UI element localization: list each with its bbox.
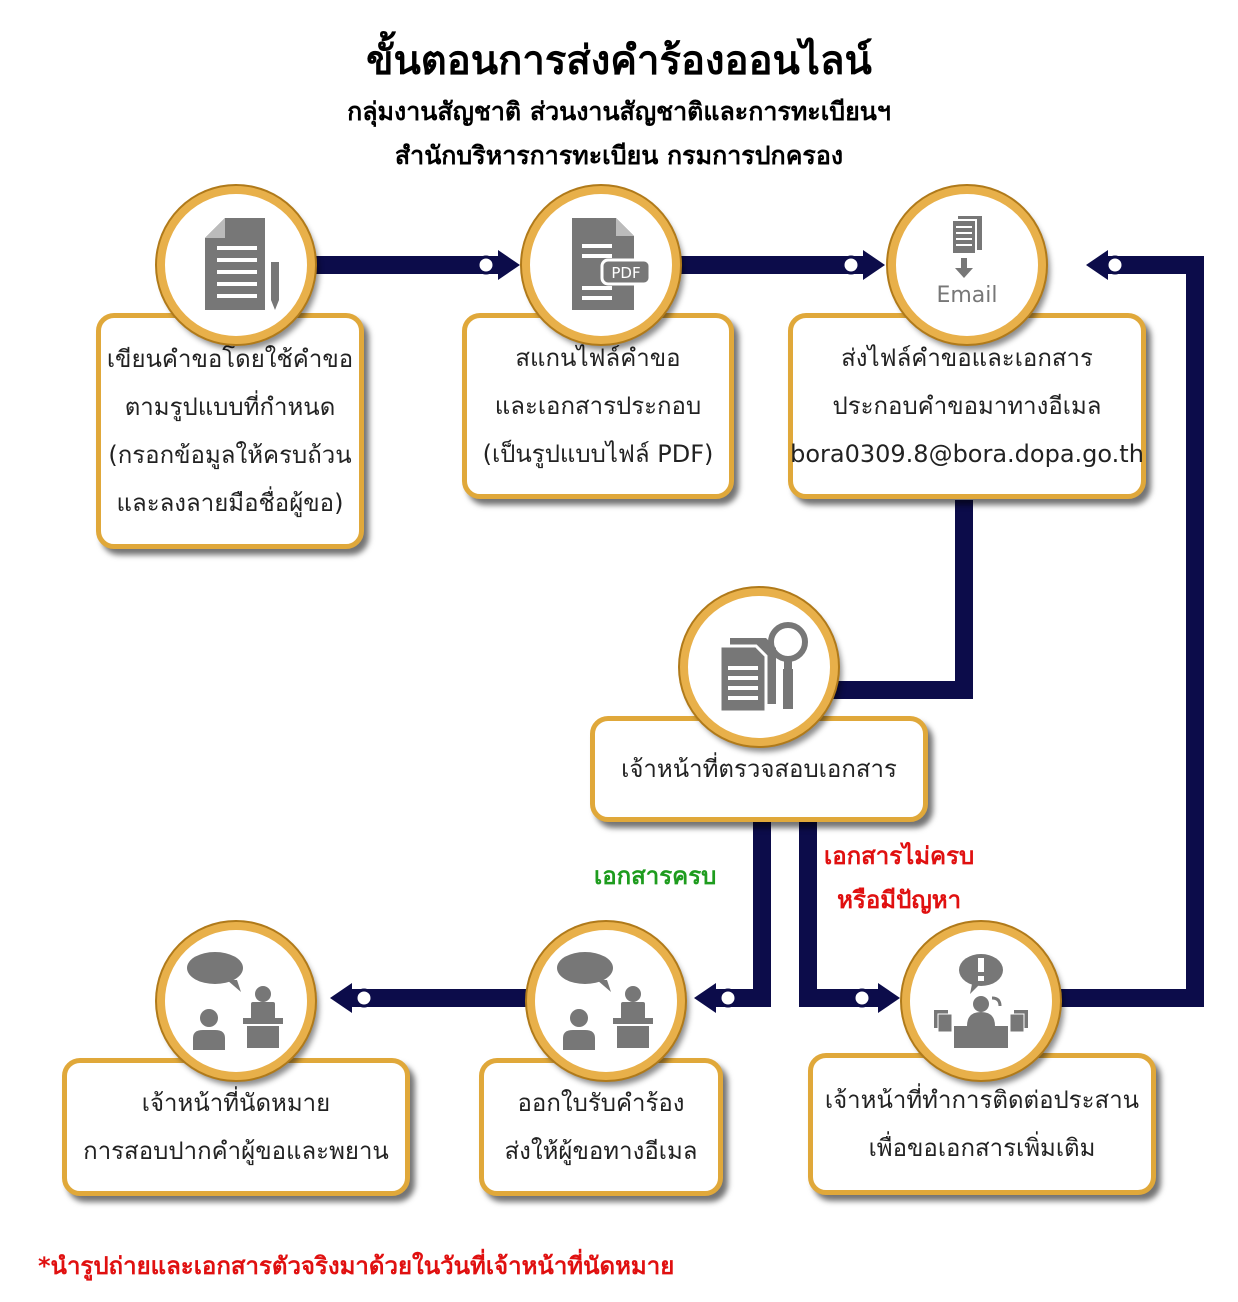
branch-label-incomplete-line1: เอกสารไม่ครบ [824, 842, 975, 870]
step-write-request: เขียนคำขอโดยใช้คำขอ ตามรูปแบบที่กำหนด (ก… [96, 313, 364, 549]
step-text: ตามรูปแบบที่กำหนด [124, 393, 336, 421]
step-text: การสอบปากคำผู้ขอและพยาน [83, 1137, 389, 1165]
circle-contact [902, 922, 1060, 1080]
arrowhead-contact [878, 983, 900, 1013]
svg-text:PDF: PDF [611, 264, 640, 282]
svg-text:Email: Email [936, 283, 997, 308]
step-text: bora0309.8@bora.dopa.go.th [790, 440, 1144, 468]
document-search-icon [718, 622, 808, 714]
footnote: *นำรูปถ่ายและเอกสารตัวจริงมาด้วยในวันที่… [38, 1252, 675, 1280]
arrowhead-return-email [1086, 250, 1108, 280]
connector-dot [841, 255, 861, 275]
circle-email: Email [888, 186, 1046, 344]
arrowhead-appoint [330, 983, 352, 1013]
arrowhead-receipt [694, 983, 716, 1013]
officer-alert-icon [934, 954, 1028, 1048]
step-text: (กรอกข้อมูลให้ครบถ้วน [108, 441, 352, 469]
step-text: ออกใบรับคำร้อง [517, 1089, 685, 1117]
circle-receipt [527, 922, 685, 1080]
arrowhead-email [863, 250, 885, 280]
document-pen-icon [205, 218, 279, 310]
branch-label-incomplete: เอกสารไม่ครบ หรือมีปัญหา [824, 834, 974, 922]
step-text: และเอกสารประกอบ [494, 392, 702, 420]
connector-dot [718, 988, 738, 1008]
connector-verify-receipt [712, 820, 771, 1007]
step-text: ส่งไฟล์คำขอและเอกสาร [841, 344, 1093, 372]
step-text: ส่งให้ผู้ขอทางอีเมล [504, 1137, 698, 1165]
step-text: (เป็นรูปแบบไฟล์ PDF) [482, 440, 714, 468]
circle-scan: PDF [522, 186, 680, 344]
connector-contact-email [1060, 256, 1204, 1007]
step-text: เพื่อขอเอกสารเพิ่มเติม [868, 1134, 1096, 1162]
circle-verify [680, 588, 838, 746]
meeting-chat-icon [187, 952, 283, 1050]
branch-label-incomplete-line2: หรือมีปัญหา [837, 886, 962, 914]
pdf-file-icon: PDF [572, 218, 652, 310]
step-text: เจ้าหน้าที่ทำการติดต่อประสาน [824, 1086, 1140, 1114]
arrowhead-scan [498, 250, 520, 280]
email-document-icon: Email [936, 216, 998, 308]
branch-label-complete: เอกสารครบ [594, 862, 717, 890]
step-appointment: เจ้าหน้าที่นัดหมาย การสอบปากคำผู้ขอและพย… [62, 1058, 410, 1196]
connector-dot [476, 255, 496, 275]
page-subtitle-department: กลุ่มงานสัญชาติ ส่วนงานสัญชาติและการทะเบ… [347, 97, 891, 126]
step-text: เจ้าหน้าที่ตรวจสอบเอกสาร [621, 755, 897, 783]
circle-write [157, 186, 315, 344]
connector-dot [354, 988, 374, 1008]
page-subtitle-bureau: สำนักบริหารการทะเบียน กรมการปกครอง [394, 141, 844, 170]
connector-dot [852, 988, 872, 1008]
step-text: เจ้าหน้าที่นัดหมาย [141, 1089, 331, 1117]
step-text: และลงลายมือชื่อผู้ขอ) [116, 489, 344, 517]
connector-email-verify [830, 500, 973, 699]
step-text: สแกนไฟล์คำขอ [515, 344, 681, 372]
step-verify-documents: เจ้าหน้าที่ตรวจสอบเอกสาร [590, 716, 928, 822]
step-text: เขียนคำขอโดยใช้คำขอ [106, 345, 354, 373]
step-scan-files: สแกนไฟล์คำขอ และเอกสารประกอบ (เป็นรูปแบบ… [462, 313, 734, 499]
connector-dot [1105, 255, 1125, 275]
page-title: ขั้นตอนการส่งคำร้องออนไลน์ [366, 38, 872, 84]
step-text: ประกอบคำขอมาทางอีเมล [832, 392, 1102, 420]
step-send-email: ส่งไฟล์คำขอและเอกสาร ประกอบคำขอมาทางอีเม… [788, 313, 1146, 499]
meeting-chat-icon [557, 952, 653, 1050]
circle-appoint [157, 922, 315, 1080]
